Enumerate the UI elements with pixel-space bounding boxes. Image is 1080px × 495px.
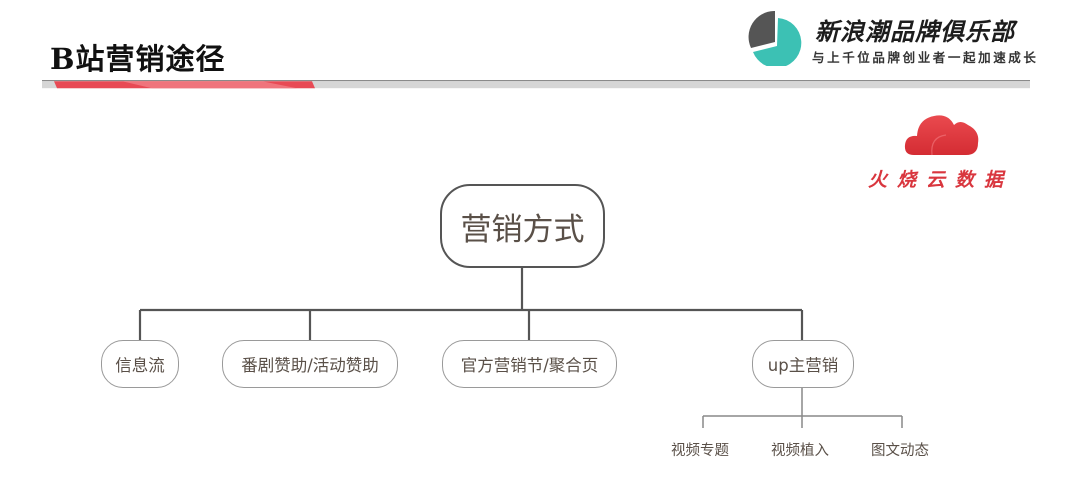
pie-chart-logo-icon (748, 11, 802, 66)
node-label: 信息流 (115, 356, 165, 375)
node-label: 番剧赞助/活动赞助 (241, 356, 379, 375)
node-label: 官方营销节/聚合页 (460, 356, 599, 375)
root-node: 营销方式 (440, 184, 605, 268)
watermark-label: 火烧云数据 (868, 169, 1014, 191)
root-node-label: 营销方式 (460, 211, 585, 248)
brand-name: 新浪潮品牌俱乐部 (815, 18, 1015, 46)
node-sponsorship: 番剧赞助/活动赞助 (222, 340, 398, 388)
leaf-video-placement: 视频植入 (771, 443, 829, 459)
node-official-festival: 官方营销节/聚合页 (442, 340, 617, 388)
leaf-video-topic: 视频专题 (671, 443, 729, 459)
node-label: up主营销 (767, 356, 839, 375)
brand-slogan: 与上千位品牌创业者一起加速成长 (812, 50, 1039, 65)
page-title: B站营销途径 (50, 42, 226, 76)
red-cloud-icon (904, 115, 979, 156)
leaf-image-text-post: 图文动态 (871, 443, 929, 459)
node-feed-ads: 信息流 (101, 340, 179, 388)
title-underline-bar (42, 80, 1030, 89)
node-up-marketing: up主营销 (752, 340, 854, 388)
